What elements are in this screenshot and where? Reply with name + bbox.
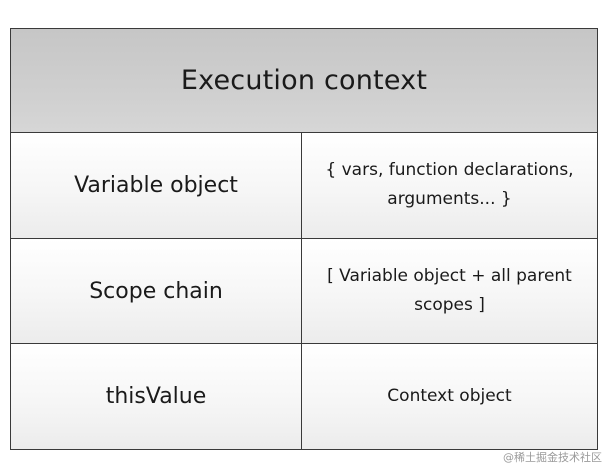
row-value-line: { vars, function declarations, [325, 160, 574, 181]
watermark: @稀土掘金技术社区 [503, 451, 602, 464]
execution-context-diagram: Execution context Variable object { vars… [10, 28, 598, 450]
row-label: Variable object [11, 133, 302, 238]
variable-object-row: Variable object { vars, function declara… [11, 133, 597, 239]
row-value-line: scopes ] [414, 295, 485, 315]
row-label: thisValue [11, 344, 302, 450]
row-value-line: [ Variable object + all parent [327, 266, 572, 286]
row-label: Scope chain [11, 238, 302, 344]
row-value: [ Variable object + all parent scopes ] [302, 239, 597, 344]
row-value: Context object [302, 344, 597, 449]
scope-chain-row: Scope chain [ Variable object + all pare… [11, 238, 597, 345]
row-value-line: arguments... } [387, 189, 512, 210]
row-value: { vars, function declarations, arguments… [302, 133, 597, 238]
diagram-title: Execution context [11, 29, 597, 133]
row-value-line: Context object [387, 386, 512, 407]
this-value-row: thisValue Context object [11, 344, 597, 450]
